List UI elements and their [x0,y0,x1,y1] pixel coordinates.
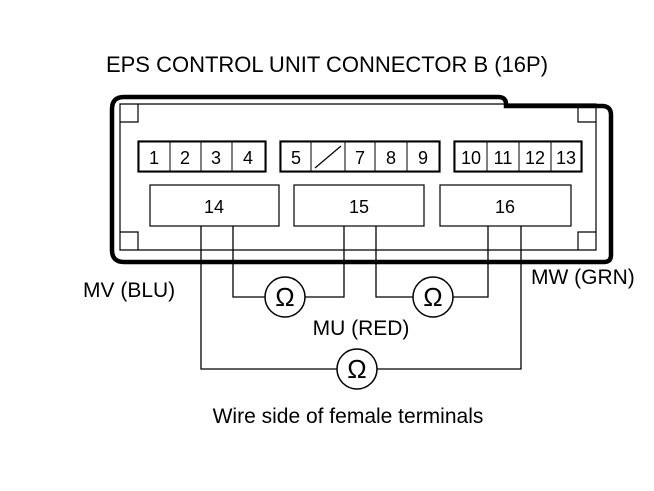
housing-inner-shell [119,103,597,251]
small-pin-row: 1 2 3 4 5 7 8 9 10 11 12 13 [137,140,583,173]
ohmmeter-left: Ω [264,276,306,318]
ohmmeter-icon [412,276,454,318]
pin-label-13: 13 [556,148,576,168]
probe-wires [200,226,522,370]
wire-15-16-left [375,226,413,298]
pin-label-1: 1 [149,148,159,168]
pin-label-14: 14 [204,197,224,217]
diagram-caption: Wire side of female terminals [213,405,484,428]
pin-label-15: 15 [349,197,369,217]
empty-cavity-icon [314,145,342,169]
wire-15-16-right [453,226,489,298]
latch-bottom-left [120,231,139,250]
pin-cell-4 [231,141,266,172]
pin-label-5: 5 [291,148,301,168]
pin-cell-14 [149,184,280,227]
wire-14-16 [200,226,337,370]
pin-label-8: 8 [386,148,396,168]
ohmmeter-icon [264,276,306,318]
pin-label-9: 9 [418,148,428,168]
latch-top-right [577,104,596,123]
wire-label-mu: MU (RED) [313,317,410,340]
pin-group-5-9 [279,140,441,173]
diagram-title: EPS CONTROL UNIT CONNECTOR B (16P) [106,52,548,77]
ohmmeter-icon [336,348,378,390]
large-pin-row: 14 15 16 [149,184,572,227]
pin-label-7: 7 [355,148,365,168]
latch-top-left [120,104,139,123]
housing-outer-shell [109,94,614,265]
pin-label-3: 3 [211,148,221,168]
wire-label-mw: MW (GRN) [531,266,635,289]
pin-cell-9 [406,141,440,172]
wire-14-15-right [305,226,345,298]
connector-housing [109,94,614,265]
pin-label-2: 2 [180,148,190,168]
latch-bottom-right [577,231,596,250]
pin-cell-15 [293,184,425,227]
ohmmeter-bottom: Ω [336,348,378,390]
wire-label-mv: MV (BLU) [83,279,175,302]
ohmmeter-right: Ω [412,276,454,318]
pin-label-11: 11 [494,148,513,168]
ohm-symbol-left: Ω [275,282,294,312]
pin-cell-16 [439,184,572,227]
pin-label-16: 16 [495,197,515,217]
pin-group-1-4 [137,140,267,173]
pin-label-10: 10 [461,148,481,168]
ohm-symbol-right: Ω [423,282,442,312]
pin-label-12: 12 [525,148,545,168]
pin-cell-13 [550,141,582,172]
wire-14-15-left [232,226,265,298]
ohm-symbol-bottom: Ω [347,354,366,384]
pin-label-4: 4 [243,148,253,168]
wire-16-14 [377,226,522,370]
pin-group-10-13 [453,140,583,173]
